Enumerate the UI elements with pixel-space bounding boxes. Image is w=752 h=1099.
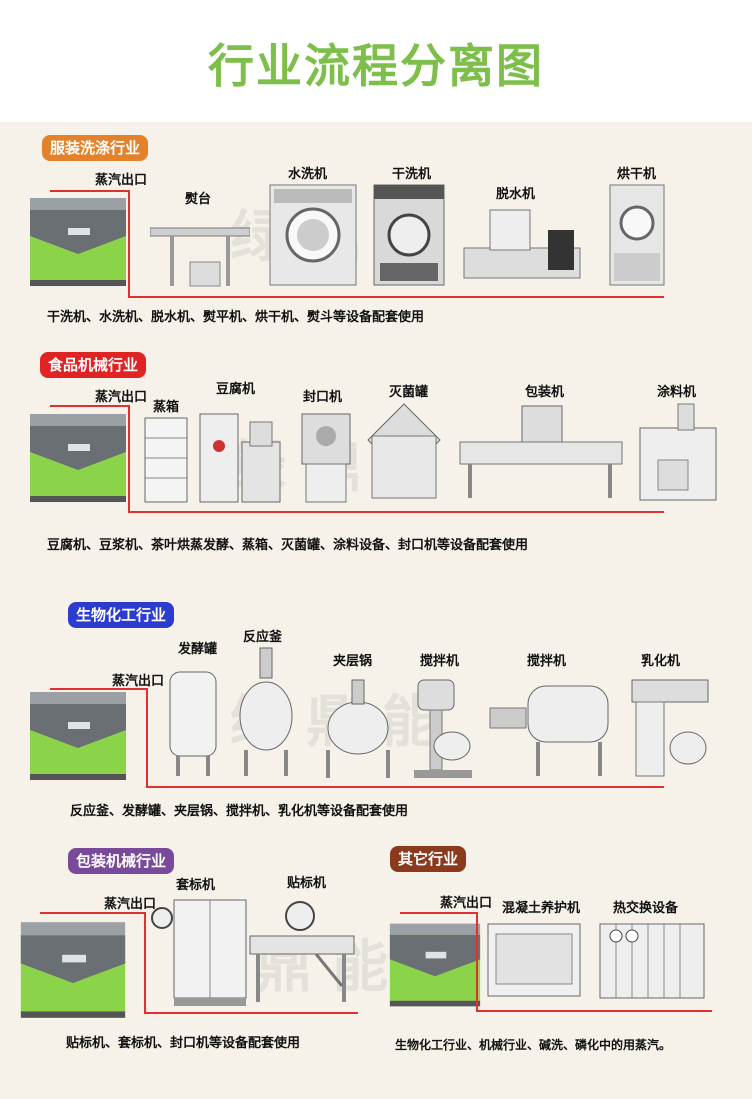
page-title: 行业流程分离图 [208, 39, 544, 93]
steam-pipe [128, 296, 664, 298]
section-caption: 贴标机、套标机、封口机等设备配套使用 [66, 1036, 301, 1051]
section-caption: 干洗机、水洗机、脱水机、熨平机、烘干机、熨斗等设备配套使用 [47, 310, 425, 325]
section-label-food: 食品机械行业 [40, 352, 147, 378]
machine-label: 反应釜 [243, 630, 283, 645]
coating-machine [638, 400, 718, 504]
machine-label: 干洗机 [392, 167, 432, 182]
section-caption: 豆腐机、豆浆机、茶叶烘蒸发酵、蒸箱、灭菌罐、涂料设备、封口机等设备配套使用 [47, 538, 529, 553]
concrete-curing-machine [484, 920, 584, 1004]
machine-label: 搅拌机 [420, 654, 460, 669]
section-label-laundry: 服装洗涤行业 [42, 135, 149, 161]
machine-label: 烘干机 [617, 167, 657, 182]
steam-generator-5 [388, 920, 482, 1010]
steam-generator-1 [28, 196, 128, 288]
steam-pipe [146, 688, 148, 788]
sterilization-tank [364, 400, 444, 504]
reactor-kettle [236, 646, 296, 780]
steam-pipe [144, 912, 146, 1014]
machine-label: 封口机 [303, 390, 343, 405]
mixer-horizontal [488, 680, 612, 780]
steam-generator-3 [28, 690, 128, 782]
section-caption: 生物化工行业、机械行业、碱洗、磷化中的用蒸汽。 [395, 1038, 672, 1052]
sleeve-labeling-machine [150, 896, 250, 1008]
steam-outlet-label: 蒸汽出口 [112, 674, 165, 689]
machine-label: 脱水机 [496, 187, 536, 202]
steam-pipe [144, 1012, 358, 1014]
steam-pipe [400, 912, 476, 914]
jacketed-kettle [318, 676, 398, 782]
steam-pipe [50, 405, 128, 407]
spin-dryer [462, 200, 582, 288]
machine-label: 热交换设备 [613, 901, 679, 916]
machine-label: 包装机 [525, 385, 565, 400]
emulsifier [630, 676, 710, 780]
steamer-cabinet [143, 416, 189, 504]
steam-pipe [128, 511, 664, 513]
steam-pipe [40, 912, 144, 914]
machine-label: 贴标机 [287, 876, 327, 891]
steam-pipe [476, 912, 478, 1012]
steam-pipe [128, 405, 130, 513]
machine-label: 夹层锅 [333, 654, 373, 669]
steam-pipe [476, 1010, 712, 1012]
mixer-planetary [408, 676, 478, 782]
steam-pipe [50, 688, 146, 690]
steam-outlet-label: 蒸汽出口 [104, 897, 157, 912]
steam-outlet-label: 蒸汽出口 [95, 173, 148, 188]
sealing-machine [298, 410, 354, 504]
machine-label: 混凝土养护机 [502, 901, 581, 916]
section-label-bio: 生物化工行业 [68, 602, 175, 628]
steam-outlet-label: 蒸汽出口 [440, 896, 493, 911]
fermentation-tank [166, 662, 220, 780]
washer-machine [268, 183, 358, 289]
section-label-packaging: 包装机械行业 [68, 848, 175, 874]
steam-generator-4 [18, 920, 128, 1020]
steam-generator-2 [28, 412, 128, 504]
machine-label: 发酵罐 [178, 642, 218, 657]
labeling-machine [246, 896, 358, 1008]
machine-label: 熨台 [185, 192, 212, 207]
section-label-other: 其它行业 [390, 846, 467, 872]
steam-pipe [128, 190, 130, 298]
section-caption: 反应釜、发酵罐、夹层锅、搅拌机、乳化机等设备配套使用 [70, 804, 409, 819]
steam-outlet-label: 蒸汽出口 [95, 390, 148, 405]
ironing-table [150, 222, 250, 292]
machine-label: 套标机 [176, 878, 216, 893]
tumble-dryer [608, 183, 666, 289]
machine-label: 豆腐机 [216, 382, 256, 397]
packaging-machine [458, 402, 624, 502]
dry-cleaner [372, 183, 446, 289]
steam-pipe [50, 190, 128, 192]
machine-label: 涂料机 [657, 385, 697, 400]
tofu-machine [198, 412, 282, 504]
machine-label: 水洗机 [288, 167, 328, 182]
machine-label: 灭菌罐 [389, 385, 429, 400]
heat-exchanger [596, 920, 708, 1004]
machine-label: 搅拌机 [527, 654, 567, 669]
machine-label: 蒸箱 [153, 400, 180, 415]
machine-label: 乳化机 [641, 654, 681, 669]
steam-pipe [146, 786, 664, 788]
